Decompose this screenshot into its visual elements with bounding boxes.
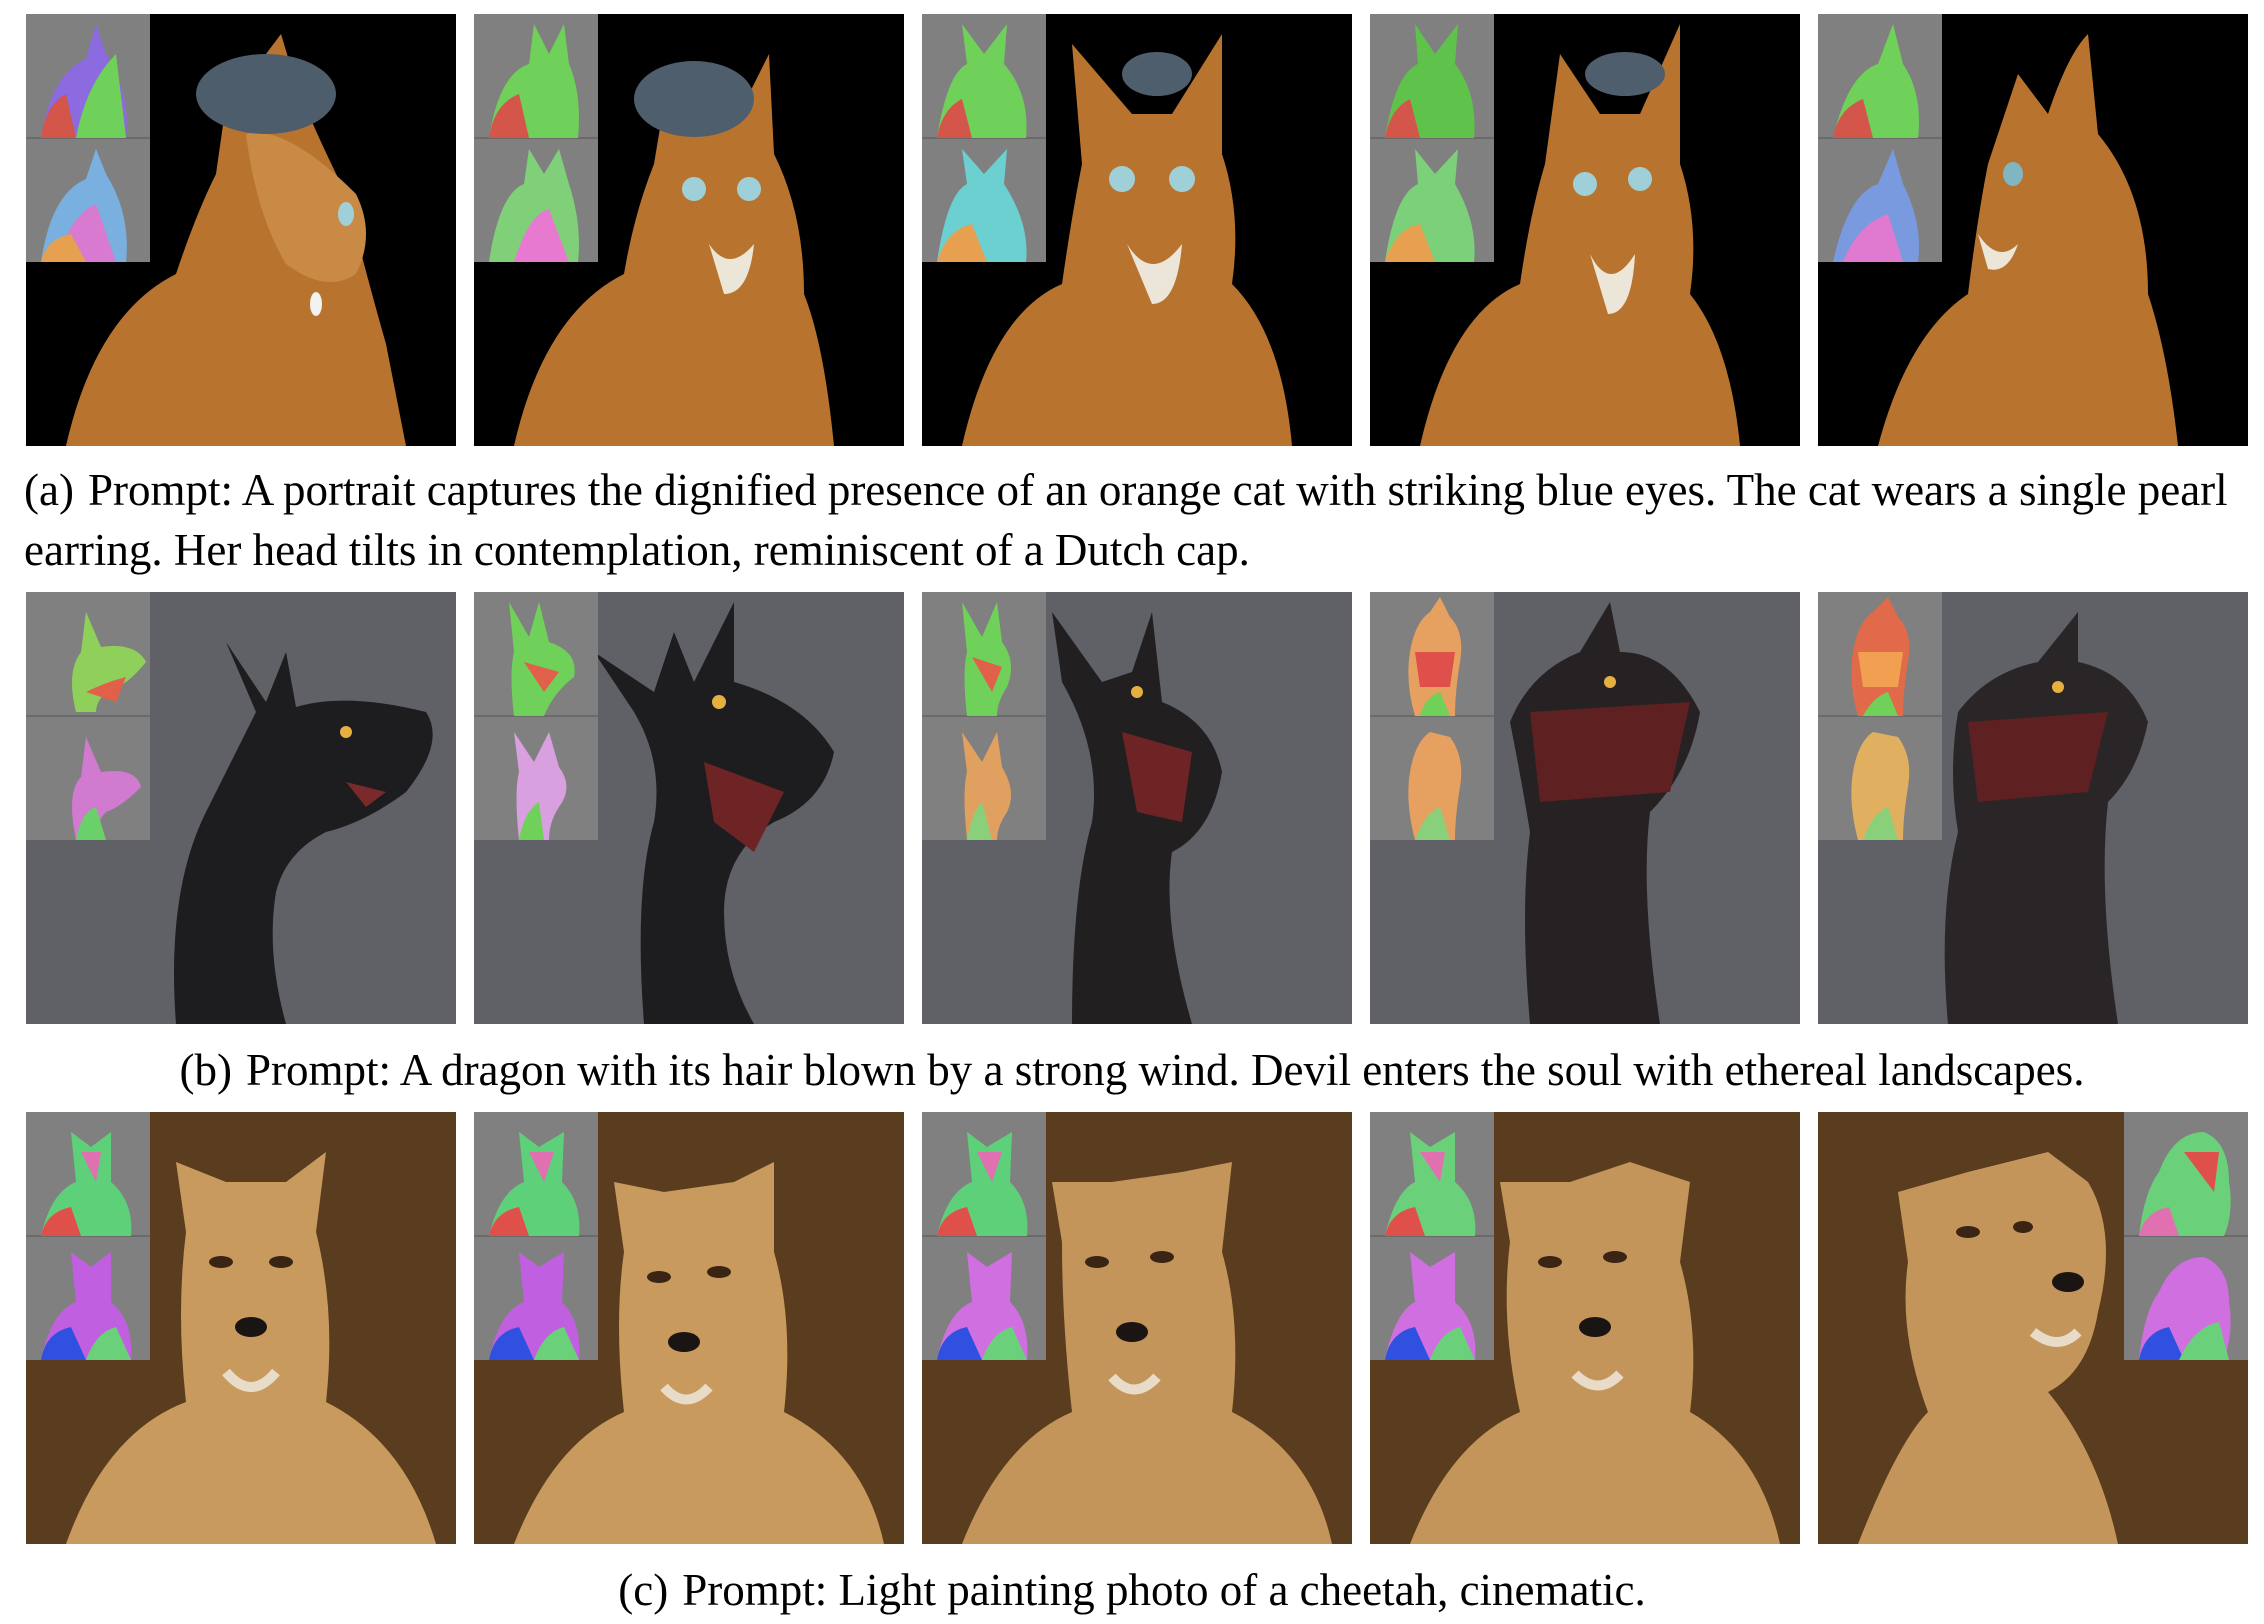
cat-view-2 <box>474 14 904 446</box>
caption-tag: (a) <box>24 465 74 515</box>
caption-text: Prompt: A portrait captures the dignifie… <box>24 465 2228 575</box>
caption-a: (a)Prompt: A portrait captures the digni… <box>24 460 2254 580</box>
caption-text: Prompt: A dragon with its hair blown by … <box>246 1045 2085 1095</box>
caption-b: (b) Prompt: A dragon with its hair blown … <box>0 1040 2264 1100</box>
cat-view-3 <box>922 14 1352 446</box>
normal-depth-inset <box>474 1112 598 1360</box>
cat-view-4 <box>1370 14 1800 446</box>
normal-depth-inset <box>1370 592 1494 840</box>
normal-depth-inset <box>922 14 1046 262</box>
caption-text: Prompt: Light painting photo of a cheeta… <box>682 1565 1646 1615</box>
normal-depth-inset <box>1370 1112 1494 1360</box>
normal-depth-inset <box>1818 592 1942 840</box>
cat-image-row <box>26 14 2248 446</box>
cheetah-view-2 <box>474 1112 904 1544</box>
cat-view-5 <box>1818 14 2248 446</box>
normal-depth-inset <box>26 1112 150 1360</box>
normal-depth-inset <box>922 592 1046 840</box>
normal-depth-inset <box>2124 1112 2248 1360</box>
cheetah-view-4 <box>1370 1112 1800 1544</box>
cheetah-view-5 <box>1818 1112 2248 1544</box>
cheetah-view-3 <box>922 1112 1352 1544</box>
normal-depth-inset <box>1818 14 1942 262</box>
normal-depth-inset <box>474 592 598 840</box>
dragon-view-4 <box>1370 592 1800 1024</box>
normal-depth-inset <box>26 592 150 840</box>
dragon-view-3 <box>922 592 1352 1024</box>
normal-depth-inset <box>26 14 150 262</box>
dragon-view-1 <box>26 592 456 1024</box>
dragon-view-5 <box>1818 592 2248 1024</box>
dragon-image-row <box>26 592 2248 1024</box>
cheetah-view-1 <box>26 1112 456 1544</box>
dragon-view-2 <box>474 592 904 1024</box>
normal-depth-inset <box>1370 14 1494 262</box>
caption-tag: (b) <box>179 1045 233 1095</box>
normal-depth-inset <box>474 14 598 262</box>
cat-view-1 <box>26 14 456 446</box>
cheetah-image-row <box>26 1112 2248 1544</box>
normal-depth-inset <box>922 1112 1046 1360</box>
caption-tag: (c) <box>618 1565 669 1615</box>
cat-render <box>1370 14 1800 446</box>
caption-c: (c) Prompt: Light painting photo of a che… <box>0 1560 2264 1620</box>
